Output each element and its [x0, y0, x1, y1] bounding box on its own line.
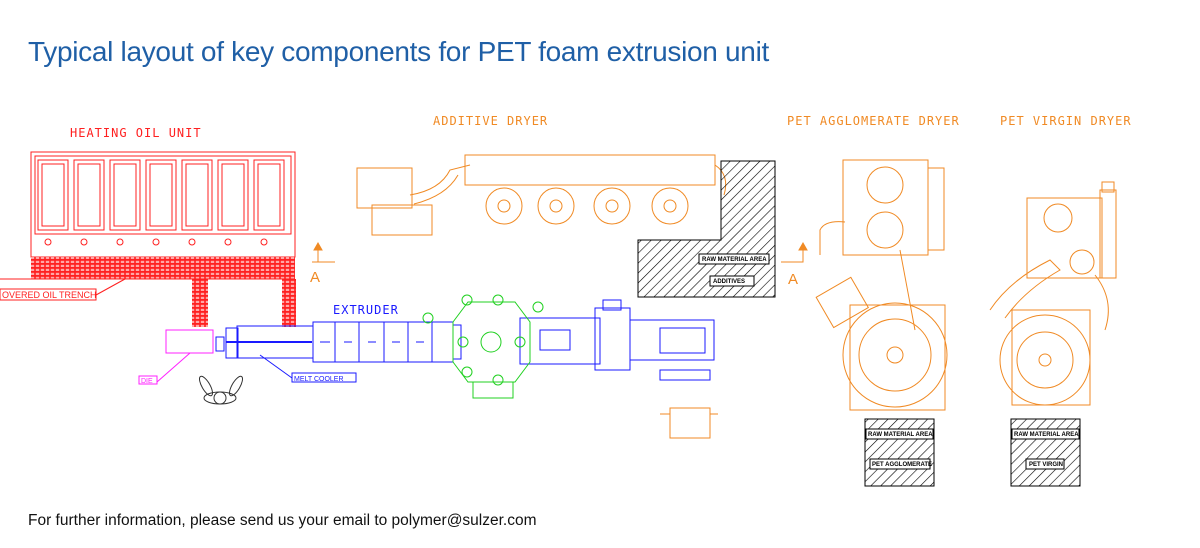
raw-material-area-label-2: RAW MATERIAL AREA	[868, 432, 933, 438]
additive-dryer: ADDITIVE DRYER	[356, 114, 727, 236]
section-a-label-right: A	[788, 271, 798, 288]
pet-virgin-dryer-label: PET VIRGIN DRYER	[1000, 114, 1132, 128]
page-title: Typical layout of key components for PET…	[28, 36, 769, 67]
section-a-label-left: A	[310, 269, 320, 286]
melt-cooler-label: MELT COOLER	[294, 376, 344, 383]
oil-trench-tag	[0, 288, 97, 301]
auxiliary-unit	[660, 407, 718, 439]
raw-material-area-label: RAW MATERIAL AREA	[702, 257, 767, 263]
heating-oil-unit: HEATING OIL UNIT	[0, 126, 296, 327]
additive-raw-material-area: RAW MATERIAL AREA ADDITIVES	[637, 160, 776, 298]
die	[138, 329, 214, 385]
pet-agglomerate-label: PET AGGLOMERATE	[872, 462, 932, 468]
extruder	[215, 299, 715, 383]
section-a-marker-left	[312, 241, 335, 263]
pet-agglomerate-dryer-label: PET AGGLOMERATE DRYER	[787, 114, 960, 128]
footer-contact-text: For further information, please send us …	[28, 512, 537, 529]
section-a-marker-right	[781, 241, 808, 263]
die-label: DIE	[141, 378, 153, 385]
operator-icon	[199, 375, 243, 405]
raw-material-area-label-3: RAW MATERIAL AREA	[1014, 432, 1079, 438]
extruder-label: EXTRUDER	[333, 303, 399, 317]
covered-oil-trench-label: OVERED OIL TRENCH	[2, 290, 97, 300]
pet-virgin-raw-material-area: RAW MATERIAL AREA PET VIRGIN	[1010, 418, 1081, 487]
pet-virgin-dryer: PET VIRGIN DRYER	[989, 114, 1132, 406]
pet-virgin-label: PET VIRGIN	[1029, 462, 1063, 468]
additives-label: ADDITIVES	[713, 279, 745, 285]
additive-dryer-label: ADDITIVE DRYER	[433, 114, 548, 128]
pet-agglomerate-raw-material-area: RAW MATERIAL AREA PET AGGLOMERATE	[864, 418, 935, 487]
gear-pump	[422, 294, 544, 399]
heating-oil-unit-label: HEATING OIL UNIT	[70, 126, 202, 140]
pet-agglomerate-dryer: PET AGGLOMERATE DRYER	[787, 114, 960, 411]
